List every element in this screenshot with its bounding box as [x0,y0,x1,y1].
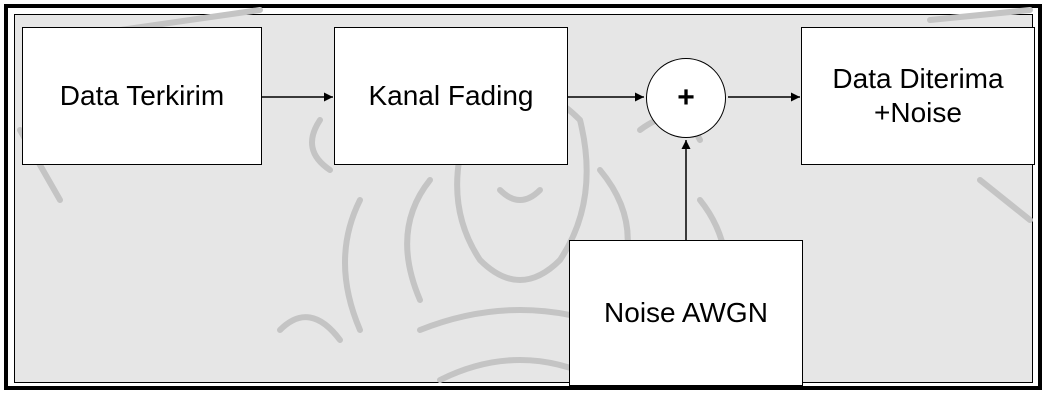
sum-symbol: + [677,81,695,114]
block-data-diterima-label: Data Diterima +Noise [832,63,1004,128]
block-kanal-fading-label: Kanal Fading [368,80,534,112]
summing-junction: + [646,58,726,138]
block-data-terkirim: Data Terkirim [22,27,262,165]
block-data-terkirim-label: Data Terkirim [59,80,225,112]
block-noise-awgn-label: Noise AWGN [604,297,768,329]
outer-frame [4,4,1042,390]
block-data-diterima: Data Diterima +Noise [801,27,1035,165]
block-kanal-fading: Kanal Fading [334,27,568,165]
block-noise-awgn: Noise AWGN [569,240,803,386]
